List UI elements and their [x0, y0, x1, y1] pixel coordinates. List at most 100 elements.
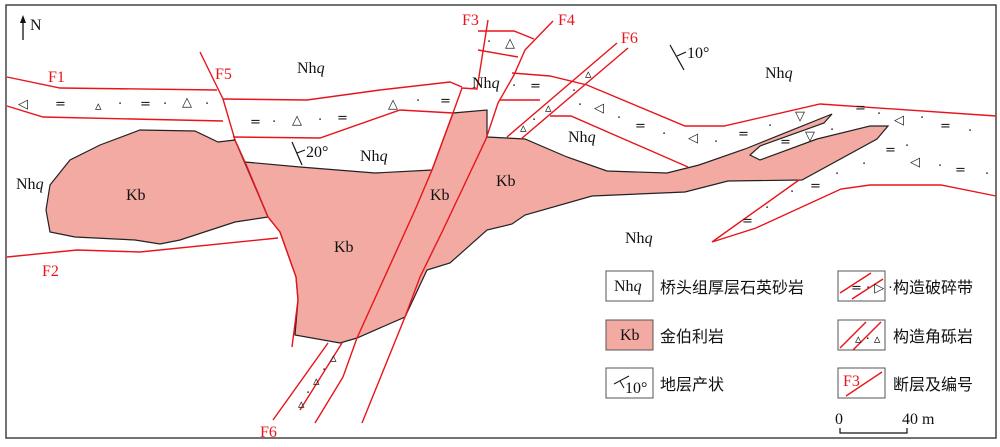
fault-label-f6-south: F6 [260, 424, 277, 441]
svg-text:▽: ▽ [795, 109, 805, 124]
svg-text:=: = [55, 97, 66, 112]
svg-text:断层及编号: 断层及编号 [893, 375, 973, 394]
dip-symbol-10: 10° [669, 44, 709, 71]
svg-text:▵: ▵ [298, 397, 305, 412]
svg-text:= · ▷ ·: = · ▷ · [851, 281, 893, 296]
legend: Nhq 桥头组厚层石英砂岩 Kb 金伯利岩 10° 地层产状 = · ▷ · 构… [605, 270, 973, 399]
svg-text:·: · [532, 113, 536, 128]
formation-labels: Nhq Nhq Nhq Nhq Nhq Nhq Nhq [16, 60, 793, 247]
svg-text:=: = [738, 127, 749, 142]
svg-text:10°: 10° [625, 380, 647, 397]
legend-kb: Kb 金伯利岩 [605, 319, 724, 351]
svg-text:·: · [578, 98, 582, 113]
svg-text:·: · [163, 97, 167, 112]
svg-text:·: · [862, 157, 866, 172]
fault-label-f4: F4 [558, 12, 575, 29]
svg-text:40 m: 40 m [902, 411, 935, 428]
svg-text:Nhq: Nhq [614, 278, 642, 295]
svg-text:Kb: Kb [620, 327, 640, 344]
north-arrow: N [20, 15, 42, 40]
fault-label-f1: F1 [48, 69, 65, 86]
svg-text:·: · [968, 124, 972, 139]
svg-text:△: △ [182, 95, 192, 110]
svg-text:·: · [835, 167, 839, 182]
kimberlite-main-body [244, 109, 890, 344]
svg-text:=: = [855, 101, 866, 116]
fault-label-f5: F5 [215, 66, 232, 83]
svg-text:Nhq: Nhq [625, 230, 653, 247]
svg-text:·: · [272, 115, 276, 130]
svg-text:·: · [920, 111, 924, 126]
svg-text:▵: ▵ [545, 101, 552, 116]
svg-text:◁: ◁ [594, 101, 604, 116]
legend-breccia: ▵ · ▵ 构造角砾岩 [837, 319, 973, 351]
svg-text:Nhq: Nhq [360, 148, 388, 165]
svg-text:F3: F3 [843, 373, 860, 390]
svg-text:=: = [742, 214, 753, 229]
svg-text:◁: ◁ [18, 97, 28, 112]
legend-fracture-zone: = · ▷ · 构造破碎带 [837, 270, 973, 302]
svg-text:·: · [322, 363, 326, 378]
svg-text:·: · [205, 97, 209, 112]
svg-text:·: · [487, 35, 491, 50]
legend-fault: F3 断层及编号 [837, 367, 973, 399]
svg-text:0: 0 [835, 411, 843, 428]
svg-text:▵: ▵ [585, 67, 592, 82]
fault-label-f3: F3 [462, 12, 479, 29]
svg-text:·: · [985, 167, 989, 182]
svg-text:=: = [780, 135, 791, 150]
svg-text:Nhq: Nhq [765, 65, 793, 82]
svg-text:▵: ▵ [95, 99, 102, 114]
svg-text:构造角砾岩: 构造角砾岩 [893, 327, 973, 346]
svg-text:=: = [635, 119, 646, 134]
north-label: N [30, 17, 42, 34]
svg-text:·: · [830, 123, 834, 138]
svg-text:◁: ◁ [910, 155, 920, 170]
svg-text:·: · [714, 135, 718, 150]
scale-bar: 0 40 m [835, 411, 935, 434]
svg-text:·: · [617, 111, 621, 126]
svg-text:Nhq: Nhq [297, 60, 325, 77]
svg-text:=: = [440, 94, 451, 109]
svg-text:Nhq: Nhq [568, 129, 596, 146]
svg-text:Kb: Kb [126, 187, 146, 204]
svg-text:·: · [318, 113, 322, 128]
kimberlite-west-body [45, 129, 269, 245]
svg-text:·: · [768, 119, 772, 134]
svg-text:·: · [938, 159, 942, 174]
svg-text:·: · [905, 139, 909, 154]
svg-text:=: = [530, 79, 541, 94]
svg-text:金伯利岩: 金伯利岩 [660, 327, 724, 346]
breccia-symbols: ◁= ▵· =· △· =· △· =△ ·= ·△ ·= ·◁ ·= ·◁ ·… [18, 35, 989, 412]
svg-text:·: · [416, 94, 420, 109]
svg-text:=: = [810, 179, 821, 194]
svg-text:△: △ [388, 97, 398, 112]
svg-text:·: · [512, 79, 516, 94]
svg-text:Kb: Kb [496, 173, 516, 190]
fault-zones [6, 19, 997, 424]
svg-text:=: = [250, 115, 261, 130]
svg-text:=: = [337, 111, 348, 126]
svg-text:地层产状: 地层产状 [660, 375, 724, 394]
svg-text:·: · [790, 185, 794, 200]
dip-label-10: 10° [687, 45, 709, 62]
svg-text:▵: ▵ [520, 121, 527, 136]
svg-text:=: = [885, 143, 896, 158]
svg-text:△: △ [292, 113, 302, 128]
dip-symbol-20: 20° [291, 141, 328, 166]
svg-text:·: · [306, 386, 310, 401]
svg-text:=: = [140, 97, 151, 112]
svg-text:▵: ▵ [330, 351, 337, 366]
svg-text:Nhq: Nhq [16, 176, 44, 193]
svg-text:·: · [765, 201, 769, 216]
svg-text:·: · [572, 84, 576, 99]
svg-text:△: △ [505, 36, 515, 51]
svg-text:◁: ◁ [688, 131, 698, 146]
svg-text:◁: ◁ [894, 113, 904, 128]
legend-nhq: Nhq 桥头组厚层石英砂岩 [605, 270, 804, 302]
fault-label-f2: F2 [42, 263, 59, 280]
svg-text:Kb: Kb [430, 187, 450, 204]
svg-text:桥头组厚层石英砂岩: 桥头组厚层石英砂岩 [660, 278, 804, 297]
svg-text:Nhq: Nhq [472, 75, 500, 92]
